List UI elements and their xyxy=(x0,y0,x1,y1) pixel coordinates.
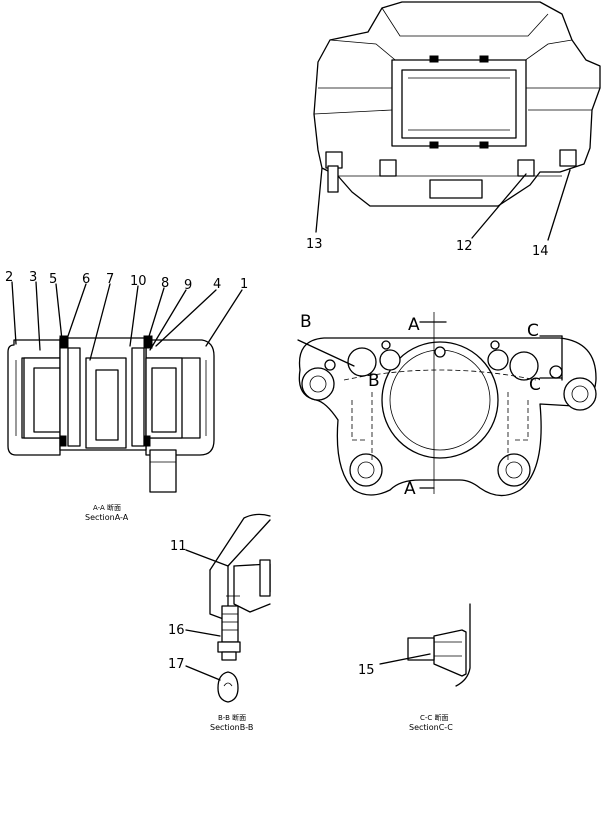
section-cc-jp-label: C-C 断面 xyxy=(420,713,449,722)
callout-14: 14 xyxy=(532,244,549,259)
callout-3: 3 xyxy=(29,270,37,285)
section-bb-view xyxy=(185,513,271,703)
caliper-top-view xyxy=(313,1,601,241)
cut-marker-a-top: A xyxy=(408,315,420,335)
cut-marker-b-left: B xyxy=(300,312,312,332)
callout-9: 9 xyxy=(184,278,192,293)
section-cc-view xyxy=(379,603,471,687)
callout-5: 5 xyxy=(49,272,57,287)
callout-11: 11 xyxy=(170,539,187,554)
section-cc-en-label: SectionC-C xyxy=(409,723,453,732)
callout-2: 2 xyxy=(5,270,13,285)
section-bb-jp-label: B-B 断面 xyxy=(218,713,246,722)
cut-marker-b-mid: B xyxy=(368,371,380,391)
cut-marker-c-mid: C xyxy=(529,375,541,395)
cut-marker-c-top: C xyxy=(527,321,539,341)
callout-7: 7 xyxy=(106,272,114,287)
callout-17: 17 xyxy=(168,657,185,672)
cut-marker-a-bottom: A xyxy=(404,479,416,499)
callout-16: 16 xyxy=(168,623,185,638)
caliper-front-view xyxy=(297,312,597,497)
callout-1: 1 xyxy=(240,277,248,292)
callout-10: 10 xyxy=(130,274,147,289)
callout-12: 12 xyxy=(456,239,473,254)
callout-6: 6 xyxy=(82,272,90,287)
section-aa-jp-label: A-A 断面 xyxy=(93,503,121,512)
callout-4: 4 xyxy=(213,277,221,292)
callout-13: 13 xyxy=(306,237,323,252)
section-bb-en-label: SectionB-B xyxy=(210,723,253,732)
callout-8: 8 xyxy=(161,276,169,291)
callout-15: 15 xyxy=(358,663,375,678)
section-aa-view xyxy=(7,281,243,493)
section-aa-en-label: SectionA-A xyxy=(85,513,129,522)
